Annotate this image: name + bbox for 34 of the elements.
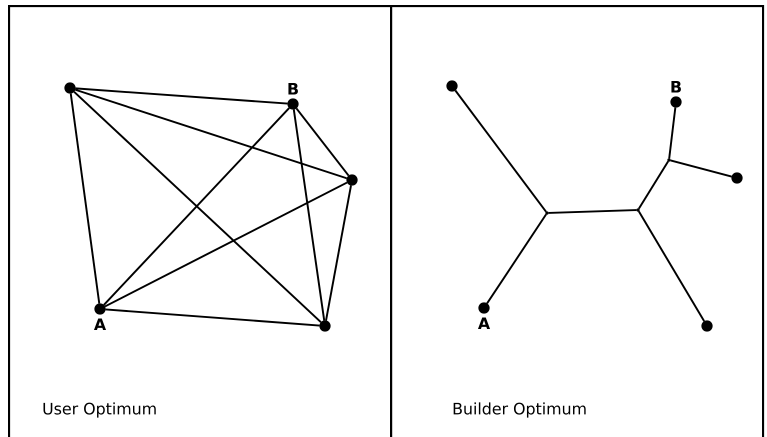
dot xyxy=(670,96,682,108)
line xyxy=(638,210,705,322)
dot xyxy=(446,80,458,92)
line xyxy=(486,214,547,304)
point-label: A xyxy=(94,318,106,330)
line xyxy=(76,87,288,105)
dot xyxy=(64,82,76,94)
dot xyxy=(478,302,490,314)
line xyxy=(638,160,669,210)
line xyxy=(668,107,676,158)
junction-point xyxy=(636,208,640,212)
line xyxy=(454,90,547,212)
dot xyxy=(701,320,713,332)
line xyxy=(548,209,636,214)
line xyxy=(73,91,322,323)
dot xyxy=(346,174,358,186)
dot xyxy=(94,303,106,315)
point-label: B xyxy=(288,83,298,94)
line xyxy=(325,185,352,321)
line xyxy=(670,159,732,178)
junction-point xyxy=(667,158,671,162)
line xyxy=(292,109,326,321)
line xyxy=(75,88,347,180)
dot xyxy=(731,172,743,184)
dot xyxy=(319,320,331,332)
junction-point xyxy=(545,211,549,215)
line xyxy=(103,107,290,306)
line xyxy=(106,308,320,327)
dot xyxy=(287,98,299,110)
line xyxy=(104,182,348,308)
point-label: B xyxy=(671,81,681,92)
line xyxy=(70,93,100,304)
line xyxy=(296,108,350,176)
point-label: A xyxy=(478,318,490,330)
